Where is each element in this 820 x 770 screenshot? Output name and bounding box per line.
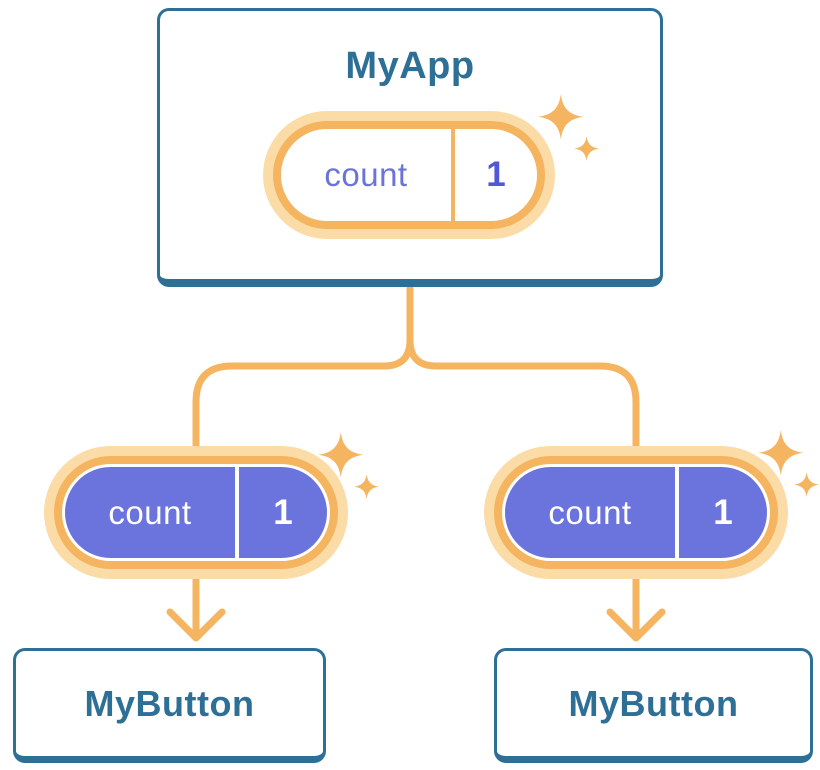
pill-divider	[235, 467, 239, 558]
right-prop-value: 1	[713, 492, 733, 532]
sparkle-icon	[316, 432, 388, 508]
left-child-component-title: MyButton	[84, 682, 255, 724]
right-child-component-card: MyButton	[494, 648, 813, 763]
root-component-title: MyApp	[345, 45, 475, 87]
right-prop-pill: count 1	[484, 446, 788, 579]
arrow-down-left-icon	[166, 608, 226, 642]
left-prop-value: 1	[273, 492, 293, 532]
left-prop-key: count	[108, 493, 192, 531]
sparkle-icon	[536, 94, 608, 170]
root-state-value: 1	[486, 155, 506, 194]
left-child-component-card: MyButton	[13, 648, 326, 763]
arrow-down-right-icon	[606, 608, 666, 642]
sparkle-icon	[756, 430, 820, 506]
root-state-key: count	[324, 156, 408, 193]
pill-divider	[451, 129, 455, 221]
root-state-pill: count 1	[263, 111, 555, 239]
left-prop-pill: count 1	[44, 446, 348, 579]
pill-divider	[675, 467, 679, 558]
right-prop-key: count	[548, 493, 632, 531]
branch-right-line	[406, 283, 640, 638]
right-child-component-title: MyButton	[568, 682, 739, 724]
